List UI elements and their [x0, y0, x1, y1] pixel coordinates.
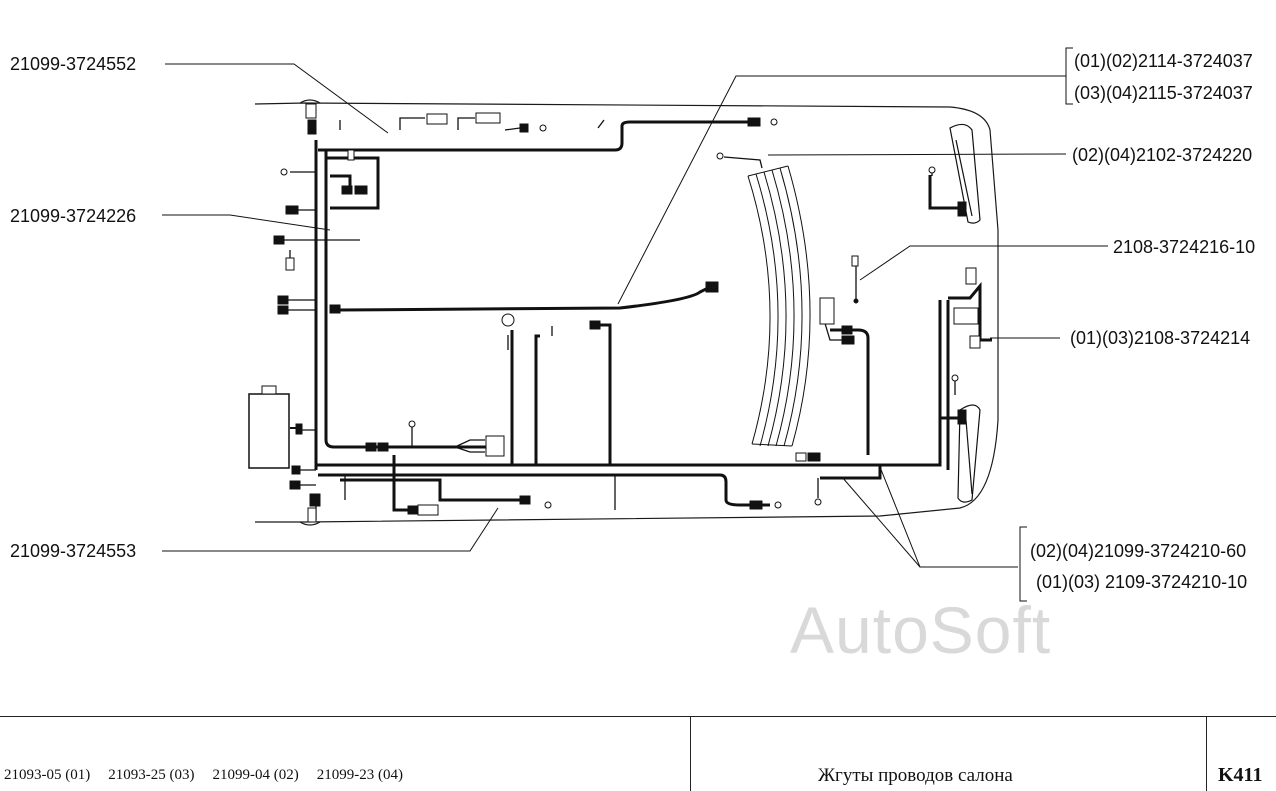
callout-right-5a: (02)(04)21099-3724210-60 [1030, 541, 1247, 561]
leader-left-top [165, 63, 389, 134]
callout-right-1a: (01)(02)2114-3724037 [1074, 51, 1253, 71]
rear-window-heater [747, 165, 811, 447]
bracket-right-5 [1019, 526, 1027, 602]
watermark: AutoSoft [790, 593, 1052, 667]
leader-right-5 [879, 466, 1018, 568]
model-item: 21099-23 (04) [316, 767, 403, 783]
callout-right-1b: (03)(04)2115-3724037 [1074, 83, 1253, 103]
rear-lamps [949, 123, 981, 503]
leader-left-mid [162, 214, 331, 231]
footer-divider [0, 716, 1276, 717]
model-item: 21099-04 (02) [212, 767, 299, 783]
car-body-outline [254, 102, 999, 523]
leader-right-3 [859, 245, 1108, 281]
model-item: 21093-25 (03) [108, 767, 195, 783]
sheet-title: Жгуты проводов салона [818, 765, 1013, 786]
control-unit [248, 385, 303, 469]
footer-separator [1206, 716, 1207, 791]
callout-left-top: 21099-3724552 [10, 54, 137, 74]
sheet-code: K411 [1218, 764, 1263, 786]
callout-right-3: 2108-3724216-10 [1113, 237, 1256, 257]
mid-harness [337, 284, 713, 312]
leader-right-1 [617, 75, 1066, 305]
callout-right-5b: (01)(03) 2109-3724210-10 [1036, 572, 1248, 592]
model-list: 21093-05 (01) 21093-25 (03) 21099-04 (02) 2… [4, 767, 421, 784]
main-harness-bottom [316, 300, 942, 467]
model-item: 21093-05 (01) [4, 767, 91, 783]
leader-left-bottom [162, 507, 499, 552]
footer-separator [690, 716, 691, 791]
callout-left-mid: 21099-3724226 [10, 206, 137, 226]
bracket-right-1 [1065, 47, 1073, 105]
callout-right-4: (01)(03)2108-3724214 [1070, 328, 1251, 348]
leader-right-2 [767, 153, 1067, 156]
callout-left-bottom: 21099-3724553 [10, 541, 137, 561]
callout-right-2: (02)(04)2102-3724220 [1072, 145, 1253, 165]
